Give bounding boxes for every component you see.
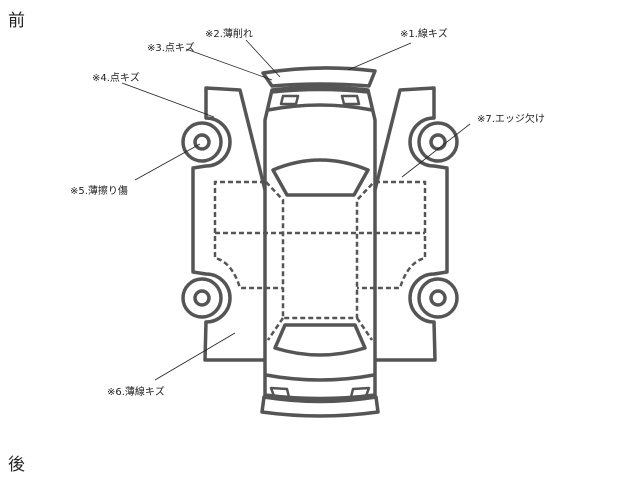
wheel-rear-left xyxy=(181,277,223,319)
windshield xyxy=(271,158,370,197)
damage-label-3: ※3.点キズ xyxy=(147,43,195,54)
front-lamp-right xyxy=(340,94,361,106)
damage-label-4: ※4.点キズ xyxy=(92,73,140,84)
rear-window xyxy=(273,323,367,357)
rear-lamp-left xyxy=(269,386,291,399)
damage-label-5: ※5.薄擦り傷 xyxy=(70,186,128,197)
damage-label-6: ※6.薄線キズ xyxy=(107,387,165,398)
car-body xyxy=(263,85,377,401)
damage-label-7: ※7.エッジ欠け xyxy=(477,114,545,125)
right-side-panel xyxy=(373,86,449,362)
damage-label-1: ※1.線キズ xyxy=(400,29,448,40)
rear-lamp-right xyxy=(349,386,371,399)
front-lamp-left xyxy=(279,94,300,106)
rear-direction-label: 後 xyxy=(8,455,25,475)
front-direction-label: 前 xyxy=(8,11,25,31)
rear-bumper xyxy=(260,395,380,418)
left-side-panel xyxy=(191,86,267,362)
leader-lines xyxy=(121,39,471,381)
damage-label-2: ※2.薄削れ xyxy=(205,29,253,40)
wheel-rear-right xyxy=(417,277,459,319)
wheel-front-left xyxy=(181,121,223,163)
front-bumper xyxy=(261,66,377,88)
wheel-front-right xyxy=(417,121,459,163)
